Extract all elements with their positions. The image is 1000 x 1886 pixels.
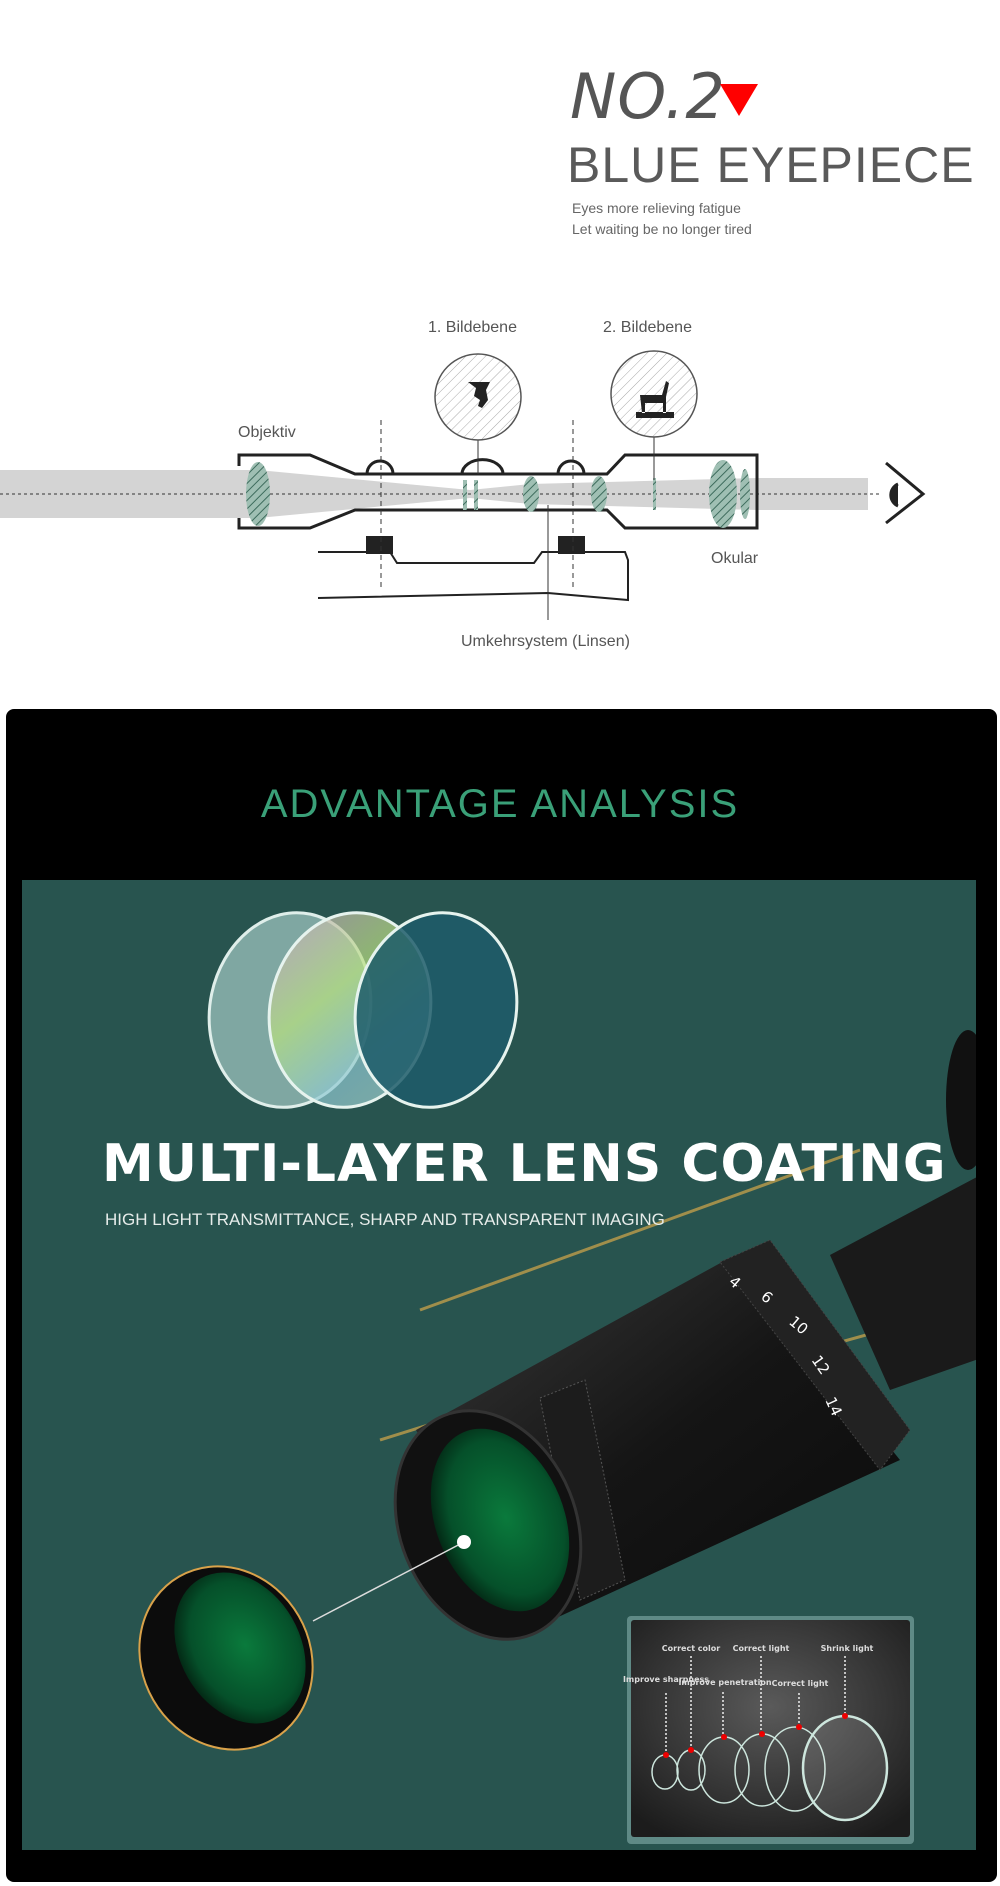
label-second-image-plane: 2. Bildebene [603, 319, 692, 336]
advantage-heading: ADVANTAGE ANALYSIS [260, 782, 740, 826]
coating-layers-icon [207, 911, 519, 1109]
inset-label: Improve sharpness [623, 1675, 709, 1684]
label-objective: Objektiv [238, 424, 296, 441]
inset-label: Shrink light [821, 1644, 874, 1653]
zoom-ring [719, 1239, 911, 1471]
inset-label: Correct color [662, 1644, 721, 1653]
mount-rail [317, 536, 629, 602]
detached-lens-glass [174, 1572, 306, 1724]
scope-body [237, 453, 759, 530]
label-eyepiece: Okular [711, 550, 759, 567]
label-erector-system: Umkehrsystem (Linsen) [461, 633, 630, 650]
eye-icon [885, 461, 926, 525]
subtitle-line: Eyes more relieving fatigue [572, 200, 741, 216]
section-number: NO.2 [570, 60, 726, 133]
red-triangle-icon [720, 84, 758, 116]
inset-label: Correct light [733, 1644, 790, 1653]
scope-optics-diagram: 1. Bildebene 2. Bildebene Objektiv Okula… [0, 319, 926, 650]
callout-line [312, 1541, 465, 1622]
mount-guide-lines [380, 420, 574, 590]
feature-title: MULTI-LAYER LENS COATING [102, 1134, 947, 1194]
coating-layers-inset: Improve sharpness Correct color Improve … [623, 1616, 914, 1844]
first-image-plane-circle [434, 353, 522, 441]
scope-photo: 4 6 10 12 14 [138, 1030, 976, 1751]
label-first-image-plane: 1. Bildebene [428, 319, 517, 336]
feature-subtitle: HIGH LIGHT TRANSMITTANCE, SHARP AND TRAN… [105, 1210, 665, 1229]
scope-tube [830, 1177, 976, 1390]
turret-knob [946, 1030, 976, 1170]
inset-label: Improve penetration [678, 1678, 771, 1687]
section-title: BLUE EYEPIECE [567, 137, 975, 193]
subtitle-line: Let waiting be no longer tired [572, 221, 752, 237]
lenses [246, 460, 750, 528]
eyepiece-lens [430, 1428, 570, 1612]
callout-dot [457, 1535, 471, 1549]
inset-label: Correct light [772, 1679, 829, 1688]
second-image-plane-circle [610, 350, 698, 438]
focus-ring [539, 1379, 626, 1601]
